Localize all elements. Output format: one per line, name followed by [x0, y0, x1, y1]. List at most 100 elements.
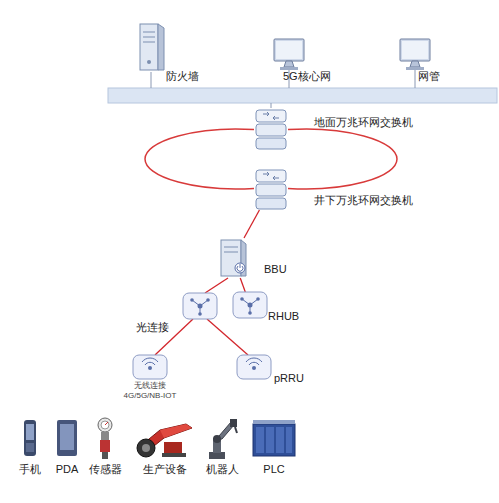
monitor-icon-part	[284, 61, 294, 67]
lan-bar	[108, 88, 497, 103]
fiber-line	[207, 319, 248, 355]
plc-icon-part	[256, 427, 264, 453]
prru-icon-part	[145, 362, 155, 365]
phone-icon-part	[26, 443, 34, 452]
bbu-icon	[218, 238, 248, 278]
switch-icon	[254, 168, 288, 210]
equip-icon-part	[160, 424, 192, 438]
wire	[271, 103, 272, 108]
node-label: 地面万兆环网交换机	[314, 116, 413, 129]
node-label: BBU	[264, 263, 287, 276]
ring-network-arc	[288, 129, 397, 189]
server-icon	[136, 22, 166, 72]
hub-icon	[233, 292, 267, 318]
plc-icon	[252, 418, 296, 458]
node-label: PLC	[263, 463, 284, 476]
switch-icon-part	[256, 124, 286, 136]
monitor-icon-part	[406, 67, 424, 70]
phone-icon-part	[26, 424, 34, 440]
plc-icon-part	[253, 420, 295, 424]
rru-icon-part	[246, 358, 262, 362]
rhub-icon	[183, 293, 217, 319]
underground-switch: 井下万兆环网交换机	[254, 168, 288, 210]
node-label: RHUB	[268, 310, 299, 323]
equip-icon-part	[162, 453, 186, 457]
sensor-icon-part	[98, 418, 112, 432]
server-icon-part	[143, 42, 155, 43]
robot-icon	[205, 416, 239, 460]
node-label: 井下万兆环网交换机	[314, 194, 413, 207]
pda-icon-part	[60, 424, 74, 450]
nms-pc: 网管	[398, 38, 432, 70]
switch-icon-part	[263, 172, 279, 180]
hub-icon-part	[248, 311, 252, 315]
wire	[415, 70, 416, 88]
server-icon-part	[143, 32, 155, 33]
equip-icon-part	[142, 444, 150, 452]
monitor-icon-part	[274, 39, 304, 61]
rru-icon-part	[237, 355, 271, 379]
sensor-icon-part	[101, 421, 109, 429]
monitor-icon-part	[280, 67, 298, 70]
production-equipment: 生产设备	[134, 420, 196, 458]
sensor-icon-part	[101, 432, 109, 440]
equip-icon-part	[164, 442, 182, 454]
bbu-unit: BBU	[218, 238, 248, 278]
server-icon-part	[158, 24, 164, 70]
server-icon-part	[143, 37, 155, 38]
rhub-icon-part	[198, 312, 202, 316]
fiber-link	[240, 278, 245, 292]
wire	[151, 72, 152, 88]
node-label: 手机	[19, 463, 41, 476]
pda-device: PDA	[56, 418, 78, 458]
prru-unit: pRRU	[237, 355, 271, 379]
sensor-icon-part	[105, 422, 108, 425]
rhub-icon-part	[206, 298, 210, 302]
monitor-icon	[272, 38, 306, 70]
rhub-icon-part	[183, 293, 217, 319]
monitor-icon-part	[276, 41, 302, 59]
monitor-icon-part	[400, 39, 430, 61]
wireless-label: 无线连接 4G/5G/NB-IOT	[114, 381, 186, 401]
sensor-icon-part	[102, 452, 108, 459]
node-label: 机器人	[206, 463, 239, 476]
sensor-device: 传感器	[96, 416, 114, 460]
fiber-line	[205, 278, 228, 293]
node-label: 5G核心网	[283, 70, 331, 83]
fiber-link	[244, 210, 259, 238]
plc-icon-part	[266, 427, 274, 453]
plc-icon-part	[286, 427, 292, 453]
phone-icon-part	[24, 420, 36, 456]
switch-icon-part	[256, 184, 286, 196]
prru-icon-part	[142, 358, 158, 362]
plc-icon-part	[253, 424, 295, 456]
switch-icon-part	[256, 138, 286, 149]
core-network-pc: 5G核心网	[272, 38, 306, 70]
equip-icon-part	[137, 439, 155, 457]
sensor-icon-part	[100, 440, 110, 452]
prru-icon	[133, 355, 167, 379]
hub-icon-part	[256, 297, 260, 301]
equip-icon	[134, 420, 196, 458]
rhub-unit: RHUB	[233, 292, 267, 318]
hub-icon-part	[233, 292, 267, 318]
rru-icon-part	[249, 362, 259, 365]
node-label: 传感器	[89, 463, 122, 476]
node-label: 网管	[418, 70, 440, 83]
node-label: pRRU	[274, 372, 304, 385]
switch-icon-part	[256, 198, 286, 209]
bbu-icon-part	[224, 247, 238, 248]
robot-icon-part	[235, 427, 237, 433]
robot-icon-part	[209, 452, 225, 459]
ring-network-arc	[145, 129, 254, 189]
monitor-icon-part	[402, 41, 428, 59]
node-label: PDA	[56, 463, 79, 476]
robot-icon-part	[213, 435, 221, 443]
link-type-label: 光连接	[136, 321, 169, 334]
switch-icon	[254, 108, 288, 150]
firewall-server: 防火墙	[136, 22, 166, 72]
bbu-icon-part	[237, 264, 243, 271]
monitor-icon-part	[410, 61, 420, 67]
hub-icon-part	[240, 297, 244, 301]
